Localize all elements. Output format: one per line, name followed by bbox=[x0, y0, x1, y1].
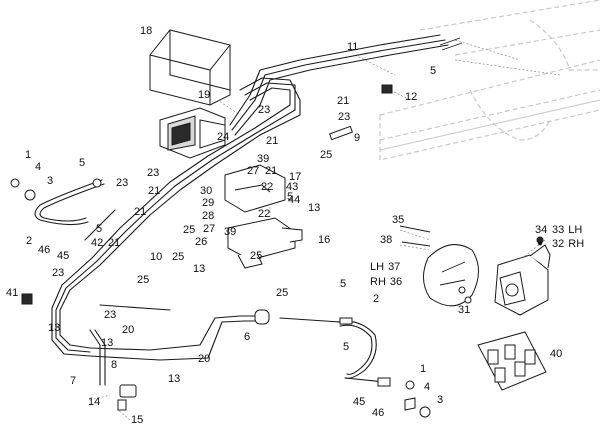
callout-45: 45 bbox=[57, 250, 69, 262]
callout-5: 5 bbox=[430, 65, 436, 77]
callout-10: 10 bbox=[150, 251, 162, 263]
callout-21: 21 bbox=[134, 206, 146, 218]
callout-9: 9 bbox=[354, 132, 360, 144]
callout-18: 18 bbox=[140, 25, 152, 37]
callout-2: 2 bbox=[373, 293, 379, 305]
callout-5: 5 bbox=[96, 223, 102, 235]
callout-5: 5 bbox=[287, 191, 293, 203]
callout-25: 25 bbox=[172, 251, 184, 263]
part-17-bracket bbox=[224, 164, 286, 213]
callout-29: 29 bbox=[202, 197, 214, 209]
callout-46: 46 bbox=[372, 407, 384, 419]
callout-30: 30 bbox=[200, 185, 212, 197]
note-34: 34 ● bbox=[535, 224, 547, 249]
callout-35: 35 bbox=[392, 214, 404, 226]
callout-13: 13 bbox=[48, 322, 60, 334]
callout-13: 13 bbox=[193, 263, 205, 275]
callout-28: 28 bbox=[202, 210, 214, 222]
callout-5: 5 bbox=[343, 341, 349, 353]
callout-5: 5 bbox=[340, 278, 346, 290]
callout-46: 46 bbox=[38, 244, 50, 256]
part-36-37-disc-shield bbox=[423, 244, 479, 307]
callout-20: 20 bbox=[122, 324, 134, 336]
small-parts bbox=[10, 37, 544, 418]
callout-23: 23 bbox=[147, 167, 159, 179]
callout-3: 3 bbox=[47, 175, 53, 187]
callout-25: 25 bbox=[276, 287, 288, 299]
callout-21: 21 bbox=[265, 165, 277, 177]
callout-7: 7 bbox=[70, 375, 76, 387]
callout-38: 38 bbox=[380, 234, 392, 246]
callout-44: 44 bbox=[288, 194, 300, 206]
callout-21: 21 bbox=[266, 135, 278, 147]
callout-4: 4 bbox=[35, 161, 41, 173]
callout-15: 15 bbox=[131, 414, 143, 426]
callout-12: 12 bbox=[405, 91, 417, 103]
callout-26: 26 bbox=[195, 236, 207, 248]
callout-2: 2 bbox=[26, 235, 32, 247]
callout-6: 6 bbox=[244, 331, 250, 343]
part-16-bracket bbox=[227, 217, 303, 269]
callout-19: 19 bbox=[198, 89, 210, 101]
part-18-cover bbox=[149, 29, 231, 106]
callout-5: 5 bbox=[79, 157, 85, 169]
part-40-brake-pads bbox=[477, 331, 547, 391]
callout-24: 24 bbox=[217, 131, 229, 143]
callout-25: 25 bbox=[137, 274, 149, 286]
callout-43: 43 bbox=[286, 181, 298, 193]
callout-21: 21 bbox=[108, 237, 120, 249]
part-32-33-caliper bbox=[494, 244, 551, 316]
callout-1: 1 bbox=[25, 149, 31, 161]
callout-22: 22 bbox=[258, 208, 270, 220]
callout-45: 45 bbox=[353, 396, 365, 408]
callout-22: 22 bbox=[261, 181, 273, 193]
callout-23: 23 bbox=[52, 267, 64, 279]
callout-16: 16 bbox=[318, 234, 330, 246]
part-19-abs-unit bbox=[159, 107, 226, 159]
callout-27: 27 bbox=[203, 223, 215, 235]
callout-25: 25 bbox=[250, 250, 262, 262]
callout-8: 8 bbox=[111, 359, 117, 371]
part-2-left-hose bbox=[34, 178, 105, 226]
callout-20: 20 bbox=[198, 353, 210, 365]
callout-11: 11 bbox=[347, 41, 358, 53]
callout-14: 14 bbox=[88, 396, 100, 408]
callout-39: 39 bbox=[224, 226, 236, 238]
callout-13: 13 bbox=[308, 202, 320, 214]
part-2-right-hose bbox=[337, 317, 391, 387]
callout-13: 13 bbox=[168, 373, 180, 385]
callout-21: 21 bbox=[337, 95, 349, 107]
chassis-frame bbox=[379, 0, 600, 161]
callout-17: 17 bbox=[289, 171, 301, 183]
callout-25: 25 bbox=[183, 224, 195, 236]
callout-34: 34 bbox=[535, 224, 547, 236]
callout-31: 31 bbox=[458, 304, 470, 316]
callout-40: 40 bbox=[550, 348, 562, 360]
note-34-dot: ● bbox=[537, 238, 543, 249]
callout-42: 42 bbox=[91, 237, 103, 249]
brake-pipes bbox=[51, 34, 449, 386]
callout-25: 25 bbox=[320, 149, 332, 161]
callout-39: 39 bbox=[257, 153, 269, 165]
callout-13: 13 bbox=[101, 337, 113, 349]
callout-21: 21 bbox=[148, 185, 160, 197]
callout-3: 3 bbox=[437, 394, 443, 406]
callout-23: 23 bbox=[116, 177, 128, 189]
callout-4: 4 bbox=[424, 381, 430, 393]
callout-23: 23 bbox=[338, 111, 350, 123]
callout-1: 1 bbox=[420, 363, 426, 375]
callout-23: 23 bbox=[258, 104, 270, 116]
callout-23: 23 bbox=[104, 309, 116, 321]
callout-41: 41 bbox=[6, 287, 18, 299]
callout-27: 27 bbox=[247, 165, 259, 177]
